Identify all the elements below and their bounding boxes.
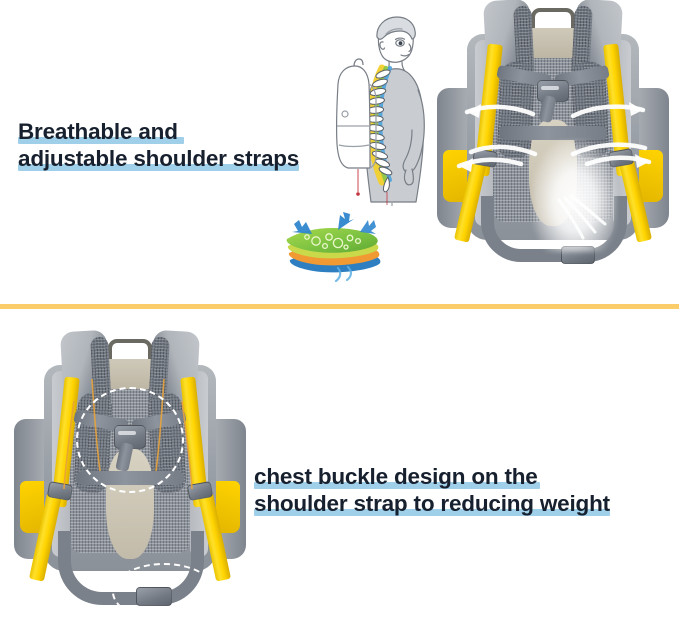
headline-breathable-line2: adjustable shoulder straps bbox=[18, 146, 300, 171]
backpack-handle-base bbox=[106, 359, 154, 389]
waist-buckle-highlight-ring bbox=[112, 563, 216, 621]
panel-breathable-straps: Breathable and adjustable shoulder strap… bbox=[0, 0, 679, 306]
backpack-back-view-buckle-highlight bbox=[14, 329, 246, 627]
backpack-handle-base bbox=[529, 28, 577, 58]
headline-breathable-line1: Breathable and bbox=[18, 118, 185, 145]
headline-chest-buckle: chest buckle design on the shoulder stra… bbox=[254, 463, 610, 517]
airflow-plume bbox=[533, 140, 617, 252]
backpack-carry-handle bbox=[531, 8, 575, 34]
text-highlight-bar bbox=[18, 137, 185, 144]
panel-chest-buckle: chest buckle design on the shoulder stra… bbox=[0, 311, 679, 627]
breathable-fabric-layers-icon bbox=[276, 210, 396, 283]
chest-buckle-highlight-ring bbox=[76, 387, 184, 493]
section-divider bbox=[0, 304, 679, 309]
backpack-carry-handle bbox=[108, 339, 152, 365]
backpack-back-view-airflow bbox=[437, 0, 669, 292]
chest-buckle-slot bbox=[541, 86, 559, 90]
boy-with-backpack-illustration bbox=[330, 6, 460, 207]
mid-horizontal-strap bbox=[499, 126, 607, 140]
headline-breathable: Breathable and adjustable shoulder strap… bbox=[18, 118, 299, 172]
headline-chest-buckle-line1: chest buckle design on the bbox=[254, 463, 541, 490]
text-highlight-bar bbox=[254, 509, 610, 516]
headline-chest-buckle-line2: shoulder strap to reducing weight bbox=[254, 491, 610, 516]
text-highlight-bar bbox=[18, 164, 300, 171]
text-highlight-bar bbox=[254, 482, 541, 489]
